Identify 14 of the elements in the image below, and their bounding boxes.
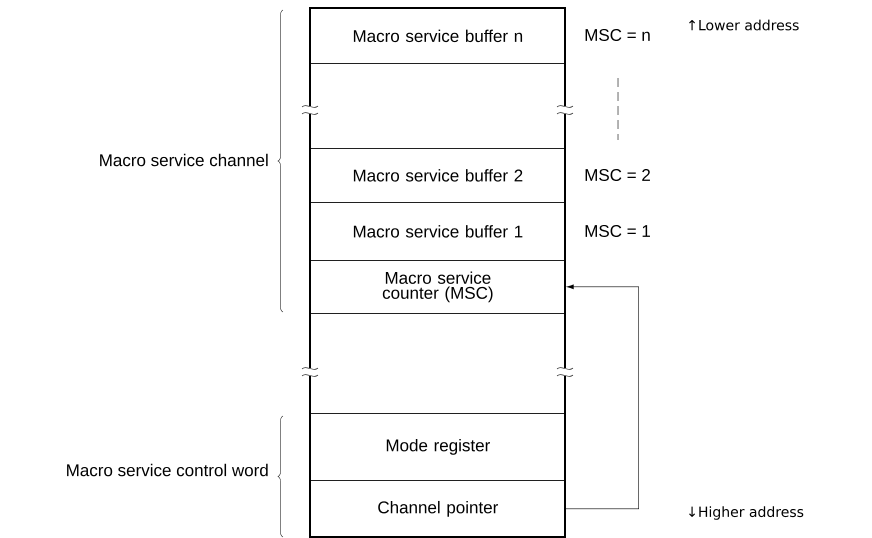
memory-cell: Macro service buffer 2 <box>310 148 566 203</box>
group-label: Macro service control word <box>67 464 268 476</box>
memory-cell: Macro service counter (MSC) <box>310 260 566 314</box>
msc-value: MSC = 1 <box>586 224 650 238</box>
node-label: Macro service buffer n <box>354 30 522 42</box>
arrow <box>565 284 639 510</box>
msc-value: MSC = 2 <box>586 168 650 182</box>
memory-cell: Channel pointer <box>310 480 566 538</box>
address-label: ↓Higher address <box>689 506 804 520</box>
group-label: Macro service channel <box>100 154 268 166</box>
address-label: ↑Lower address <box>689 20 799 30</box>
msc-value: MSC = n <box>586 28 650 42</box>
memory-cell: Macro service buffer 1 <box>310 202 566 261</box>
memory-cell: Mode register <box>310 413 566 481</box>
